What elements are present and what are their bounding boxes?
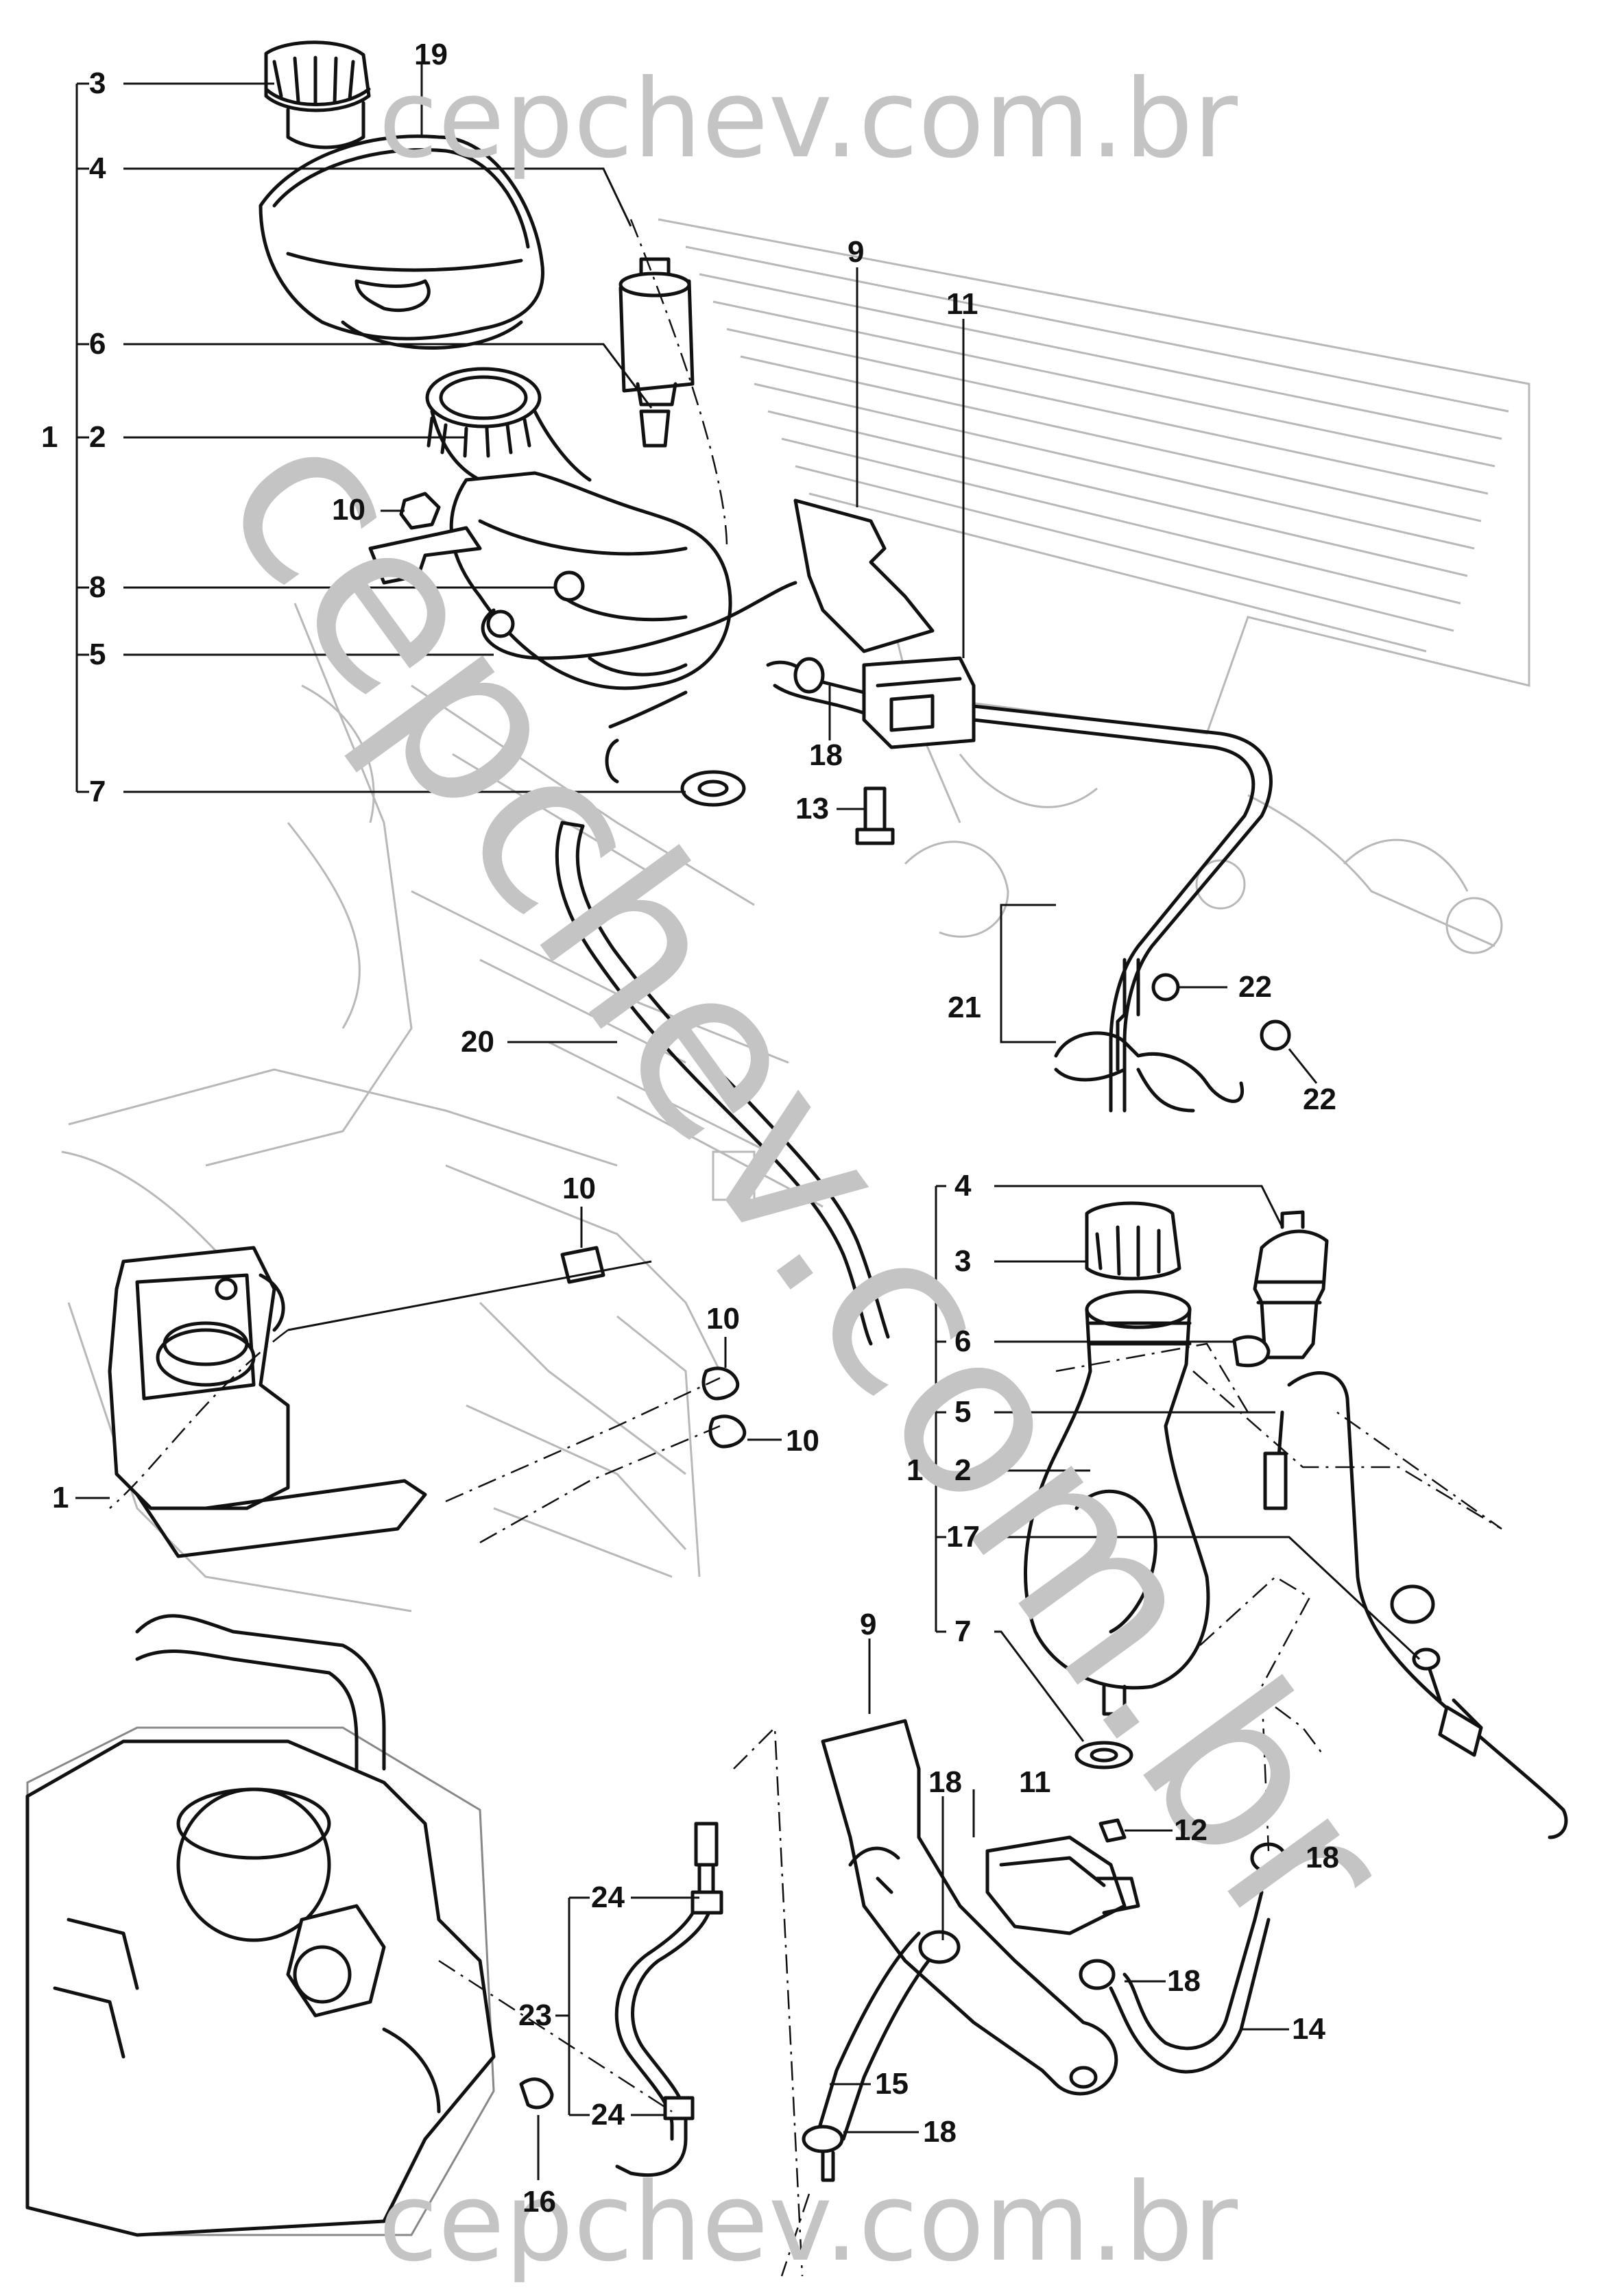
engine-block xyxy=(25,1739,496,2237)
callout-6-top: 6 xyxy=(89,327,106,361)
callout-2-right: 2 xyxy=(954,1453,972,1487)
callout-19: 19 xyxy=(414,38,448,71)
callout-7-right: 7 xyxy=(954,1615,972,1648)
dash-dot-lines xyxy=(109,219,1502,2277)
callout-14: 14 xyxy=(1292,2012,1325,2046)
callout-15: 15 xyxy=(875,2067,909,2101)
callout-9-right: 9 xyxy=(860,1608,877,1641)
watermark-bottom: cepchev.com.br xyxy=(379,2160,1238,2286)
reservoir-upper xyxy=(259,134,544,341)
callout-2-top: 2 xyxy=(89,420,106,454)
callout-5-right: 5 xyxy=(954,1395,972,1429)
callout-24-b: 24 xyxy=(591,2098,625,2131)
callout-24-a: 24 xyxy=(591,1881,625,1914)
watermark-top: cepchev.com.br xyxy=(379,56,1238,182)
callout-10-left-c: 10 xyxy=(786,1424,819,1458)
callout-4-top: 4 xyxy=(89,152,106,185)
callout-20: 20 xyxy=(461,1025,494,1059)
callout-18-top: 18 xyxy=(809,738,843,772)
callout-1-top: 1 xyxy=(41,420,58,454)
cap-top-1 xyxy=(264,40,371,112)
callout-13: 13 xyxy=(795,792,829,825)
callout-11-top: 11 xyxy=(946,287,978,321)
callout-18-right-c: 18 xyxy=(1167,1964,1201,1998)
callout-10-left-a: 10 xyxy=(562,1172,596,1205)
callout-22-a: 22 xyxy=(1238,970,1272,1004)
leader-lines xyxy=(75,62,1421,2180)
callout-21: 21 xyxy=(948,991,981,1024)
callout-16: 16 xyxy=(522,2185,556,2219)
callout-22-b: 22 xyxy=(1303,1083,1336,1116)
callout-10-top: 10 xyxy=(332,493,365,527)
callout-6-right: 6 xyxy=(954,1325,972,1358)
callout-10-left-b: 10 xyxy=(706,1302,740,1336)
callout-3-right: 3 xyxy=(954,1244,972,1278)
callout-18-right-a: 18 xyxy=(928,1765,962,1799)
parts-linework xyxy=(25,40,1568,2237)
callout-3-top: 3 xyxy=(89,67,106,100)
callout-7-top: 7 xyxy=(89,775,106,808)
callout-8: 8 xyxy=(89,570,106,604)
callout-11-right: 11 xyxy=(1019,1765,1051,1799)
callout-17: 17 xyxy=(946,1520,980,1554)
callout-23: 23 xyxy=(518,1998,552,2032)
callout-1-right: 1 xyxy=(906,1453,924,1487)
callout-12: 12 xyxy=(1174,1813,1208,1847)
callout-9-top: 9 xyxy=(848,235,865,269)
callout-18-right-d: 18 xyxy=(923,2115,957,2149)
callout-18-right-b: 18 xyxy=(1306,1841,1339,1874)
callout-1-left: 1 xyxy=(52,1481,69,1514)
callout-5-top: 5 xyxy=(89,638,106,671)
callout-4-right: 4 xyxy=(954,1169,972,1203)
